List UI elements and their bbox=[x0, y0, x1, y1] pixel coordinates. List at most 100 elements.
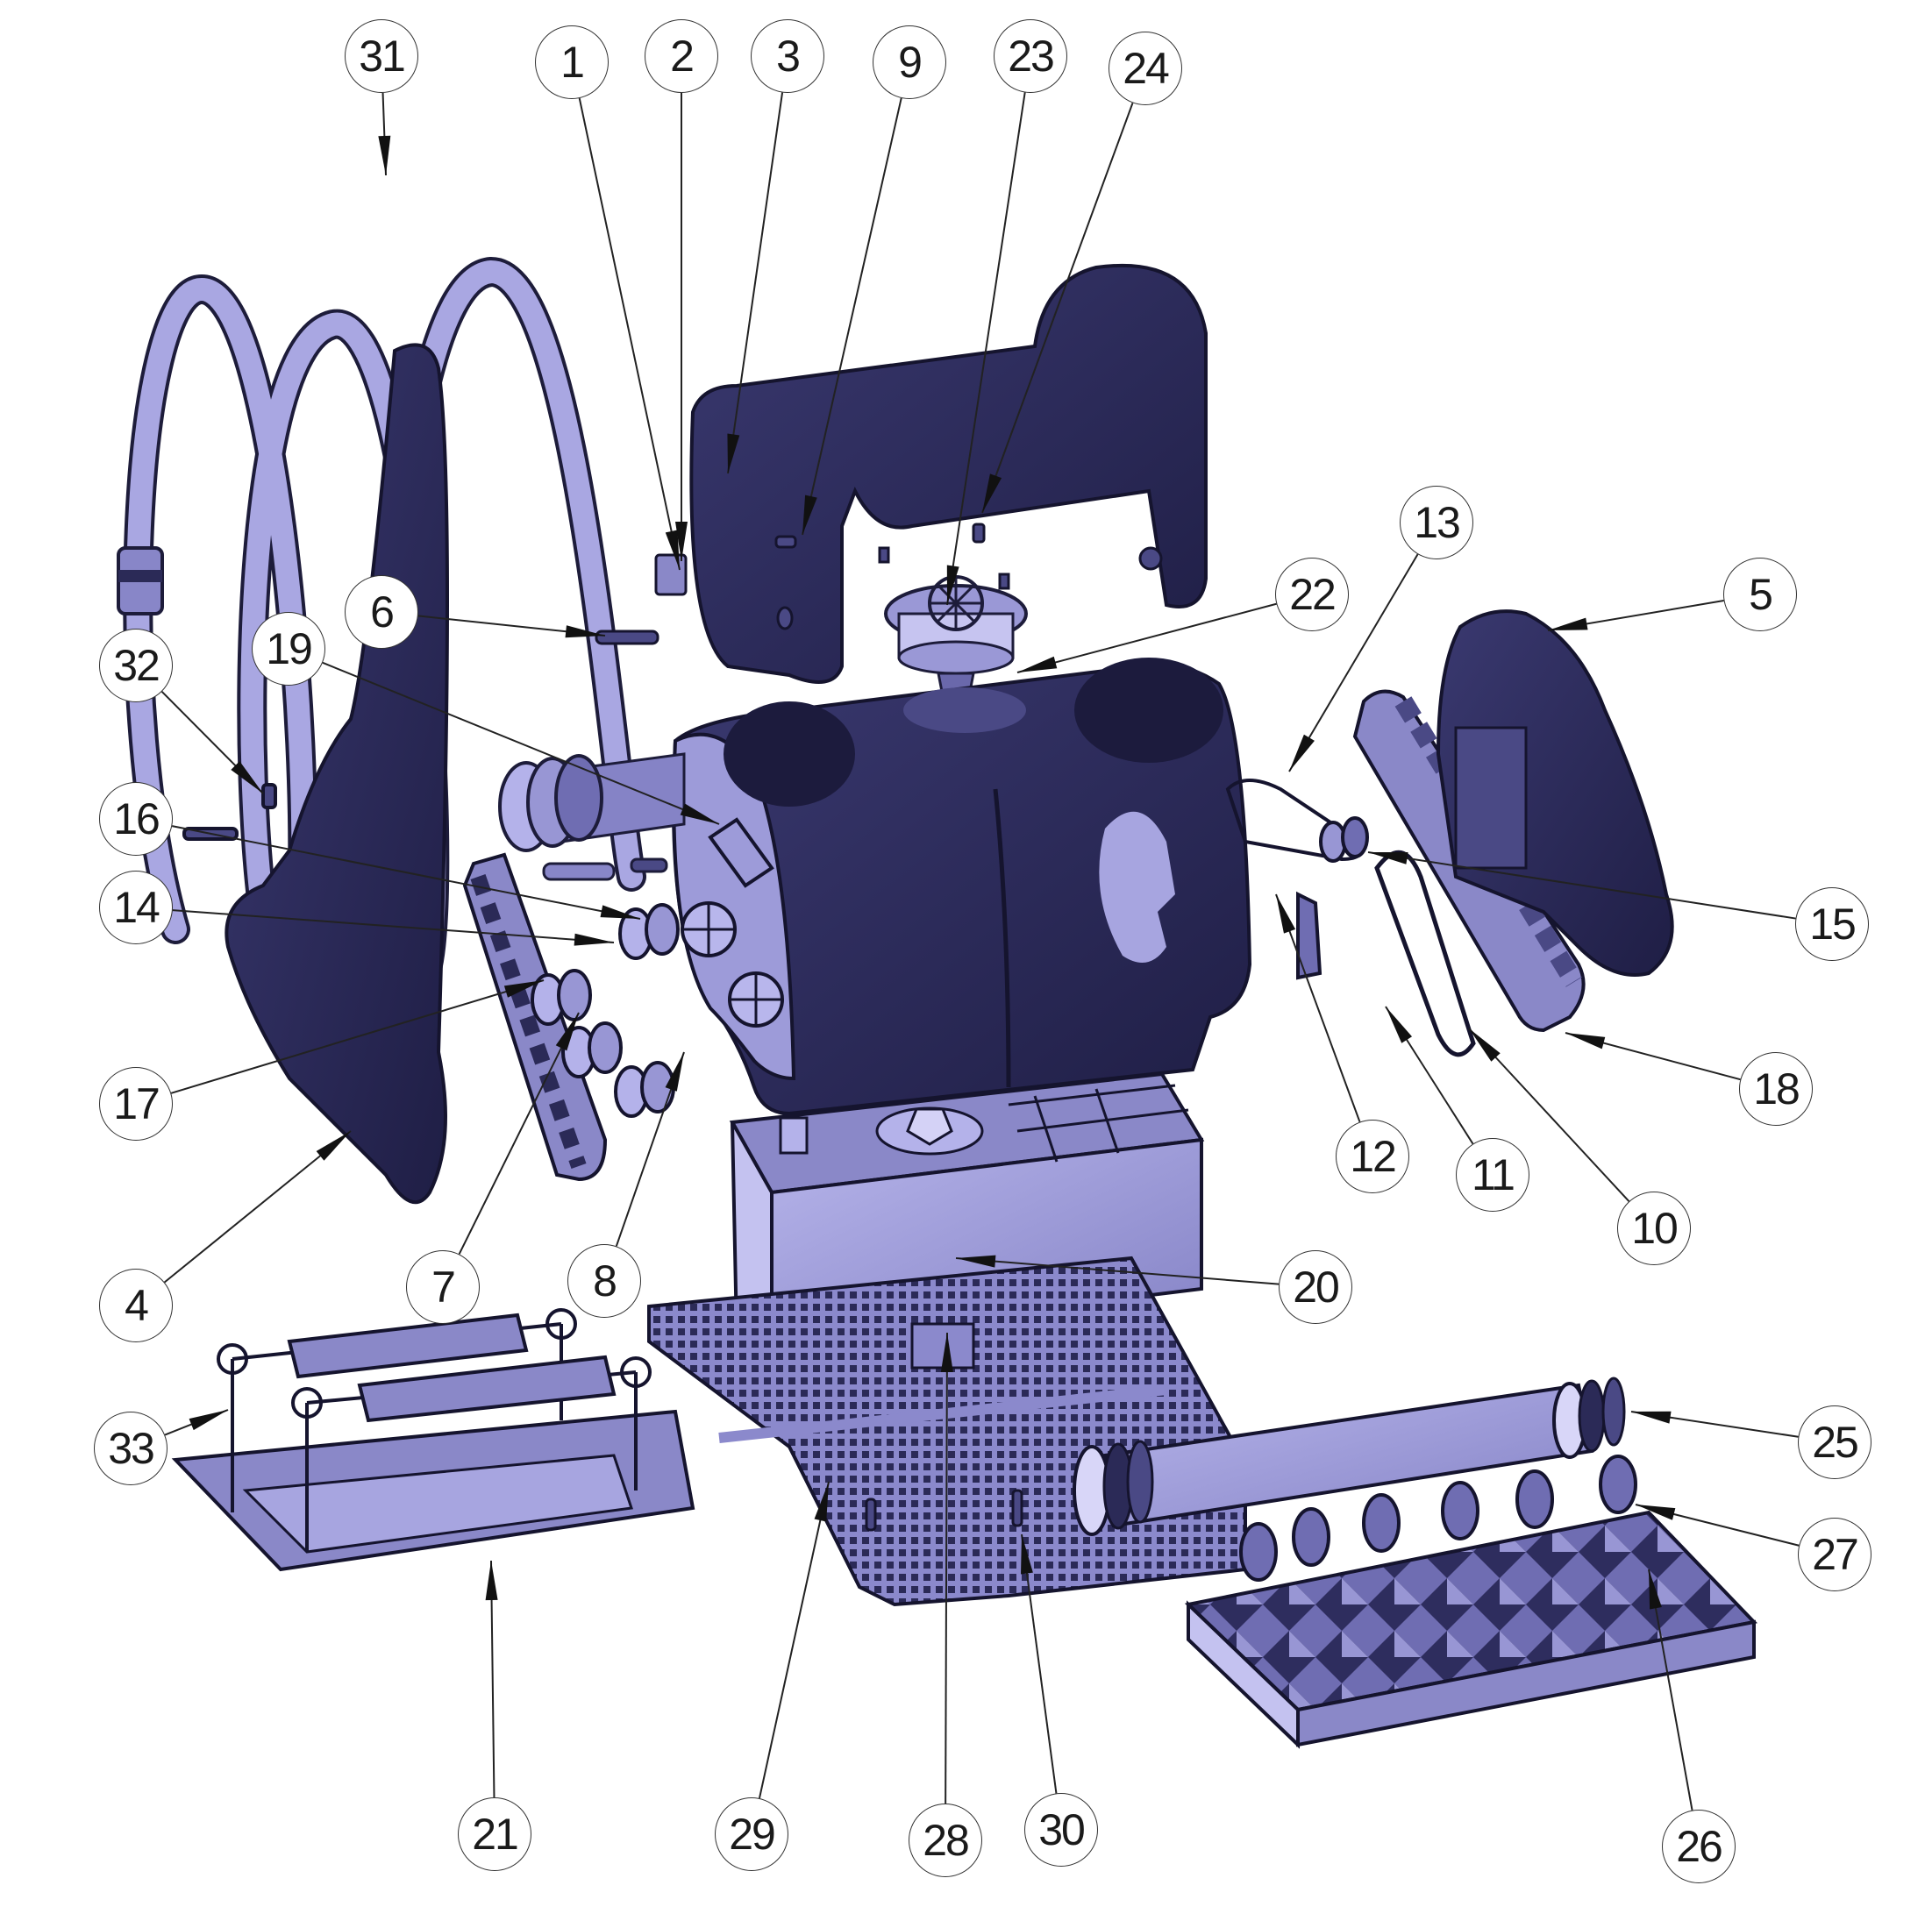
leader-line-12 bbox=[1275, 893, 1361, 1122]
left-track-part bbox=[462, 852, 608, 1182]
arrowhead-icon bbox=[1469, 1028, 1501, 1062]
callout-11: 11 bbox=[1456, 1138, 1529, 1212]
arrowhead-icon bbox=[665, 530, 680, 570]
callout-18: 18 bbox=[1739, 1052, 1813, 1126]
arrowhead-icon bbox=[1386, 1007, 1413, 1043]
leader-lines bbox=[160, 92, 1800, 1811]
callout-28: 28 bbox=[909, 1804, 982, 1877]
callout-31: 31 bbox=[345, 19, 418, 93]
arrowhead-icon bbox=[378, 135, 391, 175]
callout-17: 17 bbox=[99, 1067, 173, 1141]
arrowhead-icon bbox=[600, 905, 640, 919]
arrowhead-icon bbox=[727, 433, 740, 473]
arrowhead-icon bbox=[1631, 1411, 1672, 1424]
arrowhead-icon bbox=[316, 1131, 351, 1161]
left-wheels-part bbox=[182, 783, 680, 1118]
arrowhead-icon bbox=[189, 1410, 228, 1431]
callout-24: 24 bbox=[1109, 32, 1182, 105]
brush-pad-part bbox=[1184, 1510, 1757, 1749]
left-side-cover-part bbox=[225, 343, 449, 1205]
leader-line-22 bbox=[1016, 602, 1277, 673]
leader-line-16 bbox=[172, 825, 641, 920]
leader-line-17 bbox=[170, 979, 545, 1094]
leader-line-28 bbox=[945, 1332, 948, 1804]
leader-line-3 bbox=[727, 92, 784, 474]
leader-line-23 bbox=[946, 92, 1026, 606]
leader-line-19 bbox=[322, 661, 720, 825]
leader-line-13 bbox=[1288, 553, 1419, 772]
callout-14: 14 bbox=[99, 871, 173, 944]
leader-line-7 bbox=[458, 1012, 580, 1255]
callout-15: 15 bbox=[1795, 887, 1869, 961]
arrowhead-icon bbox=[1565, 1033, 1606, 1049]
callout-32: 32 bbox=[99, 629, 173, 702]
callout-12: 12 bbox=[1336, 1120, 1409, 1193]
arrowhead-icon bbox=[565, 625, 605, 638]
callout-22: 22 bbox=[1275, 558, 1349, 631]
arrowhead-icon bbox=[1649, 1569, 1662, 1610]
floating-cable-part bbox=[117, 256, 646, 1000]
callout-33: 33 bbox=[94, 1412, 168, 1485]
filter-frame-part bbox=[171, 1308, 695, 1572]
leader-line-29 bbox=[759, 1481, 830, 1799]
brush-roller-part bbox=[1073, 1377, 1626, 1536]
callout-5: 5 bbox=[1723, 558, 1797, 631]
leader-line-24 bbox=[981, 103, 1134, 514]
callout-21: 21 bbox=[458, 1797, 531, 1871]
arrowhead-icon bbox=[665, 1052, 684, 1092]
callout-20: 20 bbox=[1279, 1250, 1352, 1324]
arrowhead-icon bbox=[946, 565, 959, 605]
callout-13: 13 bbox=[1400, 486, 1473, 559]
arrowhead-icon bbox=[503, 980, 544, 998]
leader-line-9 bbox=[802, 97, 902, 536]
callout-9: 9 bbox=[873, 25, 946, 99]
arrowhead-icon bbox=[1289, 734, 1315, 772]
bottom-screws bbox=[865, 1489, 1023, 1532]
arrowhead-icon bbox=[802, 494, 817, 535]
arrowhead-icon bbox=[1636, 1505, 1676, 1520]
callout-1: 1 bbox=[535, 25, 609, 99]
arrowhead-icon bbox=[982, 473, 1002, 513]
callout-30: 30 bbox=[1024, 1793, 1098, 1867]
arrowhead-icon bbox=[574, 933, 614, 946]
callout-23: 23 bbox=[994, 19, 1067, 93]
impeller-part bbox=[884, 575, 1028, 721]
leader-line-15 bbox=[1367, 851, 1796, 920]
arrowhead-icon bbox=[485, 1561, 498, 1601]
callout-3: 3 bbox=[751, 19, 824, 93]
leader-line-20 bbox=[955, 1257, 1280, 1285]
roller-rings-part bbox=[1239, 1455, 1637, 1582]
arrowhead-icon bbox=[1021, 1534, 1033, 1575]
arrowhead-icon bbox=[956, 1255, 996, 1268]
callout-16: 16 bbox=[99, 782, 173, 856]
callout-8: 8 bbox=[567, 1244, 641, 1318]
arrowhead-icon bbox=[1368, 851, 1408, 864]
arrowhead-icon bbox=[675, 522, 688, 561]
leader-line-21 bbox=[490, 1560, 495, 1798]
arrowhead-icon bbox=[555, 1013, 579, 1051]
small-hardware bbox=[595, 523, 1163, 645]
leader-line-1 bbox=[578, 97, 681, 571]
callout-25: 25 bbox=[1798, 1405, 1871, 1479]
arrowhead-icon bbox=[231, 761, 263, 793]
left-axle-part bbox=[498, 752, 686, 881]
leader-line-26 bbox=[1648, 1569, 1693, 1811]
motor-body-part bbox=[672, 658, 1252, 1116]
callout-2: 2 bbox=[645, 19, 718, 93]
callout-4: 4 bbox=[99, 1269, 173, 1342]
callout-7: 7 bbox=[406, 1250, 480, 1324]
arrowhead-icon bbox=[940, 1333, 953, 1373]
leader-line-4 bbox=[163, 1130, 352, 1284]
callout-26: 26 bbox=[1662, 1810, 1736, 1883]
arrowhead-icon bbox=[1548, 617, 1588, 630]
handle-part bbox=[689, 263, 1208, 684]
callout-29: 29 bbox=[715, 1797, 788, 1871]
callout-10: 10 bbox=[1617, 1192, 1691, 1265]
arrowhead-icon bbox=[1017, 656, 1058, 672]
arrowhead-icon bbox=[1276, 894, 1296, 934]
callout-27: 27 bbox=[1798, 1518, 1871, 1591]
arrowhead-icon bbox=[680, 803, 719, 824]
leader-line-14 bbox=[172, 909, 615, 943]
callout-6: 6 bbox=[345, 575, 418, 649]
